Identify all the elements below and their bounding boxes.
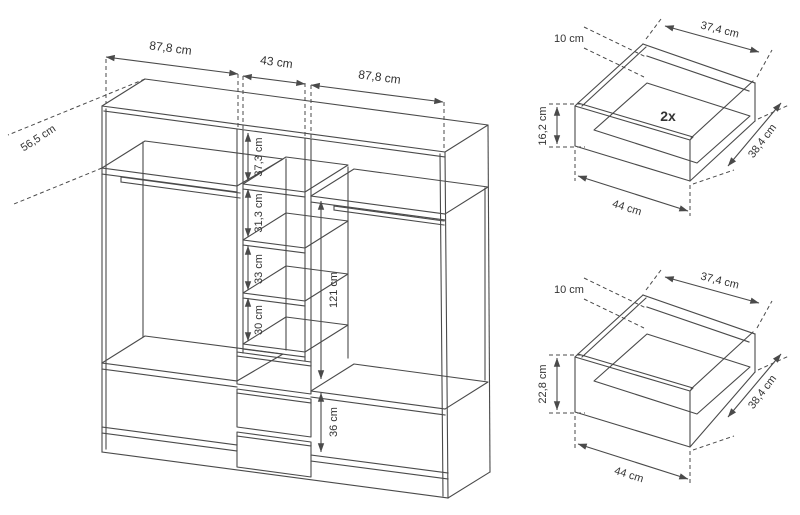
- dim-top-width-left: 87,8 cm: [148, 38, 192, 57]
- hanging-rail-right: [333, 205, 445, 226]
- dim-drawer-large-front-height: 22,8 cm: [537, 364, 549, 403]
- wardrobe-view: 87,8 cm 43 cm 87,8 cm 56,5 cm 37,3 cm 31…: [7, 38, 491, 499]
- dim-shelf-gap-1: 37,3 cm: [253, 137, 265, 176]
- wardrobe-outline: [101, 78, 491, 499]
- dim-shelf-gap-4: 30 cm: [253, 305, 265, 335]
- drawer-small-quantity: 2x: [660, 108, 676, 124]
- wardrobe-left-section: [101, 140, 284, 388]
- wardrobe-right-section: [310, 168, 489, 416]
- dim-shelf-gap-3: 33 cm: [253, 254, 265, 284]
- dim-top-width-middle: 43 cm: [259, 53, 293, 71]
- dim-right-section-height: 121 cm: [328, 272, 340, 308]
- wardrobe-middle-section: [236, 128, 349, 478]
- dim-shelf-gap-2: 31,3 cm: [253, 193, 265, 232]
- dim-drawer-small-clearance: 10 cm: [554, 33, 584, 45]
- dim-bottom-section-height: 36 cm: [328, 407, 340, 437]
- dim-top-width-right: 87,8 cm: [357, 67, 401, 86]
- dim-drawer-large-clearance: 10 cm: [554, 284, 584, 296]
- hanging-rail-left: [120, 176, 241, 199]
- dim-drawer-small-front-height: 16,2 cm: [537, 106, 549, 145]
- drawer-fronts: [236, 351, 312, 478]
- drawer-large-box: [574, 294, 756, 448]
